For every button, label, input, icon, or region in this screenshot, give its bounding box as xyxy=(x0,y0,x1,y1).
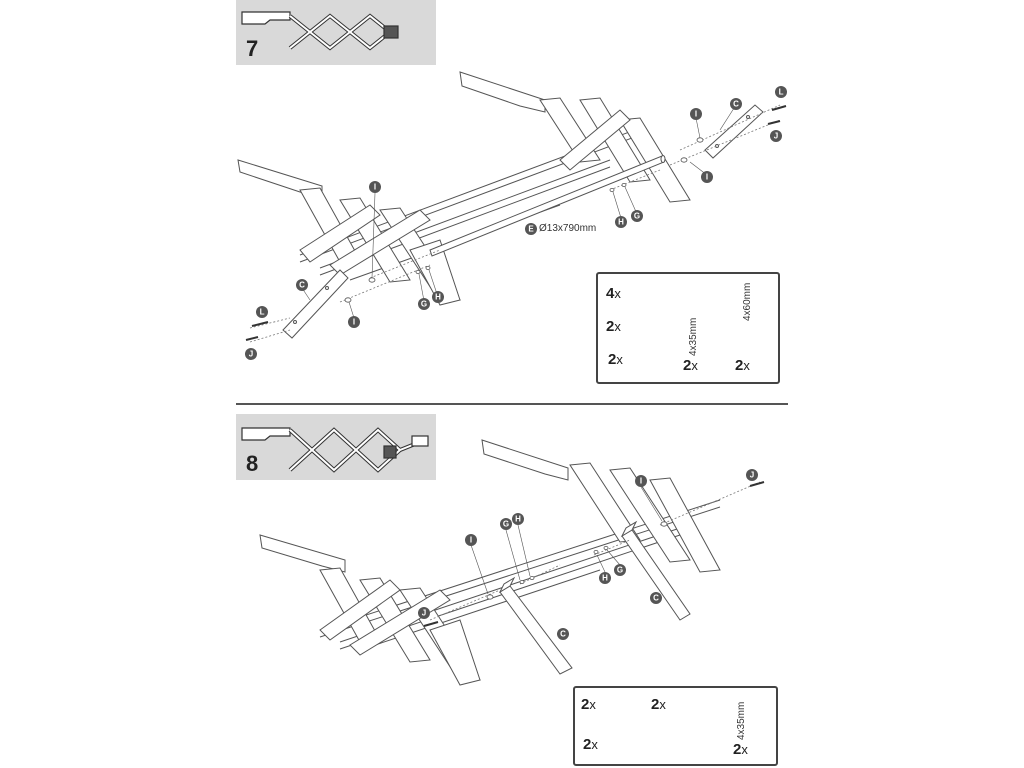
svg-text:H: H xyxy=(435,293,441,302)
callout-j-icon: J xyxy=(418,607,430,619)
svg-text:J: J xyxy=(422,609,426,618)
step-7-header xyxy=(236,0,436,65)
callout-i-icon: I xyxy=(701,171,713,183)
svg-text:G: G xyxy=(503,520,509,529)
svg-text:I: I xyxy=(374,183,376,192)
part-i-qty: 4x xyxy=(606,285,621,302)
svg-text:C: C xyxy=(299,281,305,290)
svg-text:G: G xyxy=(634,212,640,221)
svg-text:L: L xyxy=(779,88,784,97)
part-g-qty: 2x xyxy=(606,318,621,335)
rod-dimension-label: Ø13x790mm xyxy=(539,223,597,234)
svg-text:J: J xyxy=(249,350,253,359)
part-h-qty: 2x xyxy=(583,736,598,753)
callout-j-icon: J xyxy=(746,469,758,481)
callout-g-icon: G xyxy=(500,518,512,530)
callout-c-icon: C xyxy=(557,628,569,640)
step-8-hardware xyxy=(423,481,765,627)
side-piece-c-step8-right xyxy=(620,520,691,621)
side-piece-c-step8-left xyxy=(498,576,573,675)
part-i-qty: 2x xyxy=(651,696,666,713)
step-8-parts-box xyxy=(573,686,778,766)
part-j-qty: 2x xyxy=(683,357,698,374)
callout-i-icon: I xyxy=(635,475,647,487)
svg-text:I: I xyxy=(470,536,472,545)
step-8-guide-lines xyxy=(429,481,761,621)
step-8-thumbnail-icon xyxy=(241,427,429,473)
step-7-rack-frame xyxy=(237,71,691,306)
part-j-qty: 2x xyxy=(733,741,748,758)
svg-text:I: I xyxy=(353,318,355,327)
callout-g-icon: G xyxy=(418,298,430,310)
callout-c-icon: C xyxy=(650,592,662,604)
svg-text:I: I xyxy=(706,173,708,182)
svg-text:C: C xyxy=(560,630,566,639)
svg-text:H: H xyxy=(515,515,521,524)
svg-text:H: H xyxy=(618,218,624,227)
callout-i-icon: I xyxy=(690,108,702,120)
side-piece-c-left xyxy=(282,269,349,339)
svg-text:I: I xyxy=(695,110,697,119)
svg-text:I: I xyxy=(640,477,642,486)
callout-j-icon: J xyxy=(245,348,257,360)
rod-e xyxy=(429,155,666,257)
callout-i-icon: I xyxy=(465,534,477,546)
svg-text:L: L xyxy=(260,308,265,317)
part-g-qty: 2x xyxy=(581,696,596,713)
part-j-size: 4x35mm xyxy=(736,701,747,740)
side-piece-c-right xyxy=(704,104,764,159)
svg-text:E: E xyxy=(528,225,534,234)
step-7-number: 7 xyxy=(246,36,259,61)
svg-text:G: G xyxy=(421,300,427,309)
callout-g-icon: G xyxy=(631,210,643,222)
svg-text:H: H xyxy=(602,574,608,583)
callout-l-icon: L xyxy=(775,86,787,98)
part-l-qty: 2x xyxy=(735,357,750,374)
svg-text:C: C xyxy=(653,594,659,603)
step-7-hardware xyxy=(245,105,787,341)
svg-text:G: G xyxy=(617,566,623,575)
callout-h-icon: H xyxy=(599,572,611,584)
step-7-thumbnail-icon xyxy=(241,11,399,51)
part-l-size: 4x60mm xyxy=(742,282,753,321)
callout-badges: I C L J I G H E H G I C L J I J I I G H … xyxy=(245,86,787,756)
svg-text:J: J xyxy=(774,132,778,141)
step-7-guide-lines xyxy=(249,104,781,343)
callout-h-icon: H xyxy=(512,513,524,525)
callout-i-icon: I xyxy=(369,181,381,193)
callout-g-icon: G xyxy=(614,564,626,576)
step-7-parts-box xyxy=(596,272,780,384)
callout-c-icon: C xyxy=(296,279,308,291)
callout-h-icon: H xyxy=(432,291,444,303)
part-h-qty: 2x xyxy=(608,351,623,368)
callout-l-icon: L xyxy=(256,306,268,318)
callout-i-icon: I xyxy=(348,316,360,328)
callout-c-icon: C xyxy=(730,98,742,110)
callout-e-icon: E xyxy=(525,223,537,235)
callout-j-icon: J xyxy=(770,130,782,142)
step-8-leaders xyxy=(470,486,663,595)
svg-text:J: J xyxy=(750,471,754,480)
step-divider xyxy=(236,403,788,405)
callout-h-icon: H xyxy=(615,216,627,228)
svg-text:C: C xyxy=(733,100,739,109)
part-j-size: 4x35mm xyxy=(688,317,699,356)
step-8-number: 8 xyxy=(246,451,259,476)
